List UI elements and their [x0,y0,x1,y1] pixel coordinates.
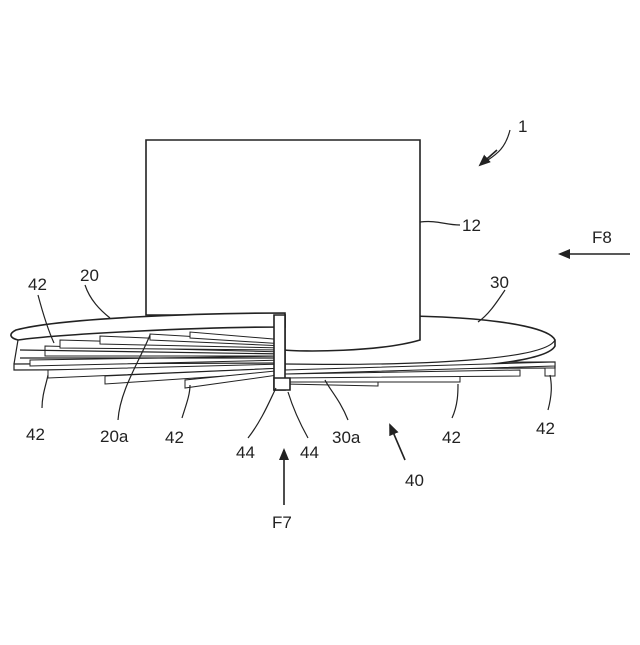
vane-group-left [20,332,285,388]
label-flow-f8: F8 [592,228,612,247]
label-assembly: 1 [518,117,527,136]
group-40-arrow [390,425,405,460]
label-hub-left: 44 [236,443,255,462]
label-cylinder: 12 [462,216,481,235]
label-hub-right: 44 [300,443,319,462]
label-edge-20a: 20a [100,427,129,446]
label-plate-left: 20 [80,266,99,285]
label-vane-top-left: 42 [28,275,47,294]
assembly-arrow [480,150,497,165]
label-vane-bottom-left: 42 [26,425,45,444]
label-edge-30a: 30a [332,428,361,447]
label-vane-group: 40 [405,471,424,490]
label-flow-f7: F7 [272,513,292,532]
label-vane-bottom-center: 42 [442,428,461,447]
left-plate-20 [11,313,285,340]
left-plate-20-lower [14,340,18,364]
label-vane-bottom-right: 42 [536,419,555,438]
label-vane-bottom-mid: 42 [165,428,184,447]
label-plate-right: 30 [490,273,509,292]
